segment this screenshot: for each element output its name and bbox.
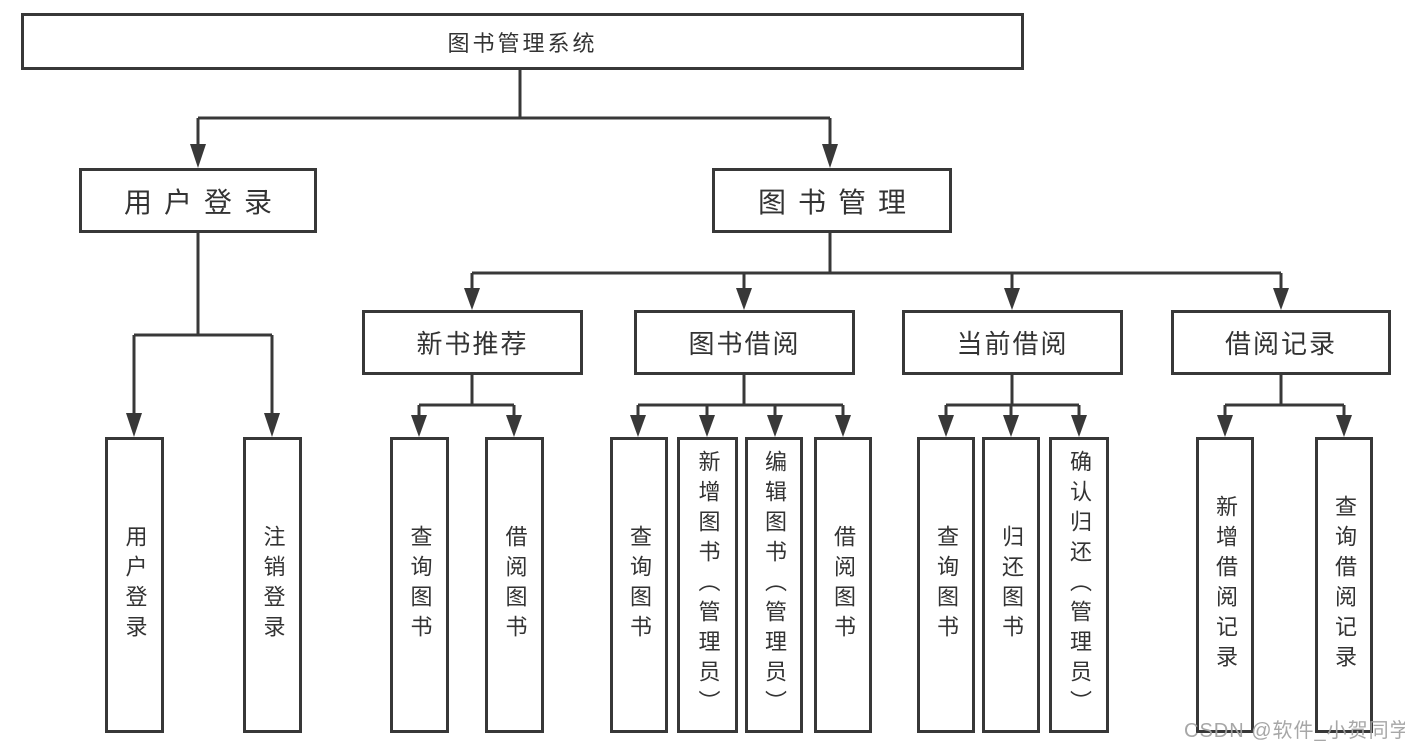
- node-new-book-recommendation: 新书推荐: [362, 310, 583, 375]
- leaf-borrowing-borrow-books-label: 借阅图书: [831, 525, 856, 645]
- leaf-records-query-record-label: 查询借阅记录: [1332, 495, 1357, 675]
- leaf-user-login-label: 用户登录: [122, 525, 148, 645]
- node-current-borrowing-label: 当前借阅: [956, 329, 1069, 359]
- leaf-borrowing-query-books-label: 查询图书: [627, 525, 652, 645]
- arrowhead: [835, 415, 851, 437]
- leaf-newbook-query-books-label: 查询图书: [407, 525, 433, 645]
- node-current-borrowing: 当前借阅: [902, 310, 1123, 375]
- leaf-borrowing-edit-books-admin: 编辑图书（管理员）: [745, 437, 803, 733]
- arrowhead: [190, 144, 206, 168]
- leaf-current-query-books: 查询图书: [917, 437, 975, 733]
- edge-borrowing-records-children: [1223, 375, 1346, 418]
- leaf-newbook-borrow-books: 借阅图书: [485, 437, 544, 733]
- leaf-borrowing-add-books-admin-label: 新增图书（管理员）: [695, 450, 721, 720]
- arrowhead: [1071, 415, 1087, 437]
- arrowhead: [411, 415, 427, 437]
- node-root-label: 图书管理系统: [447, 30, 598, 56]
- leaf-current-confirm-return-admin-label: 确认归还（管理员）: [1067, 450, 1092, 720]
- edge-current-borrowing-children: [944, 375, 1081, 418]
- node-borrowing-records: 借阅记录: [1171, 310, 1391, 375]
- edge-root-stub: [196, 70, 832, 146]
- leaf-borrowing-borrow-books: 借阅图书: [814, 437, 872, 733]
- node-book-management: 图书管理: [712, 168, 952, 233]
- arrowhead: [126, 413, 142, 437]
- leaf-records-add-record-label: 新增借阅记录: [1213, 495, 1238, 675]
- leaf-logout-label: 注销登录: [260, 525, 286, 645]
- node-user-login-label: 用户登录: [123, 186, 284, 218]
- leaf-borrowing-query-books: 查询图书: [610, 437, 668, 733]
- leaf-newbook-query-books: 查询图书: [390, 437, 449, 733]
- leaf-user-login: 用户登录: [105, 437, 164, 733]
- node-book-borrowing: 图书借阅: [634, 310, 855, 375]
- arrowhead: [1004, 288, 1020, 310]
- leaf-current-return-books-label: 归还图书: [999, 525, 1024, 645]
- arrowhead: [1003, 415, 1019, 437]
- node-book-borrowing-label: 图书借阅: [688, 329, 801, 359]
- arrowhead: [630, 415, 646, 437]
- arrowhead: [1217, 415, 1233, 437]
- leaf-current-query-books-label: 查询图书: [934, 525, 959, 645]
- arrowhead: [1336, 415, 1352, 437]
- watermark: CSDN @软件_小贺同学: [1184, 720, 1405, 742]
- node-borrowing-records-label: 借阅记录: [1224, 329, 1337, 359]
- node-book-management-label: 图书管理: [757, 186, 918, 218]
- edge-new-book-children: [417, 375, 516, 418]
- leaf-records-query-record: 查询借阅记录: [1315, 437, 1373, 733]
- leaf-logout: 注销登录: [243, 437, 302, 733]
- arrowhead: [1273, 288, 1289, 310]
- arrowhead: [699, 415, 715, 437]
- leaf-newbook-borrow-books-label: 借阅图书: [502, 525, 528, 645]
- leaf-borrowing-edit-books-admin-label: 编辑图书（管理员）: [762, 450, 787, 720]
- arrowhead: [938, 415, 954, 437]
- edge-book-management-children: [470, 233, 1283, 291]
- leaf-current-return-books: 归还图书: [982, 437, 1040, 733]
- arrowhead: [767, 415, 783, 437]
- edge-book-borrowing-children: [636, 375, 845, 418]
- leaf-current-confirm-return-admin: 确认归还（管理员）: [1049, 437, 1109, 733]
- arrowheads: [126, 144, 1352, 437]
- leaf-borrowing-add-books-admin: 新增图书（管理员）: [677, 437, 738, 733]
- arrowhead: [264, 413, 280, 437]
- node-new-book-recommendation-label: 新书推荐: [416, 329, 529, 359]
- edge-user-login-children: [132, 233, 274, 416]
- arrowhead: [736, 288, 752, 310]
- node-user-login: 用户登录: [79, 168, 317, 233]
- arrowhead: [506, 415, 522, 437]
- node-root: 图书管理系统: [21, 13, 1024, 70]
- arrowhead: [822, 144, 838, 168]
- arrowhead: [464, 288, 480, 310]
- leaf-records-add-record: 新增借阅记录: [1196, 437, 1254, 733]
